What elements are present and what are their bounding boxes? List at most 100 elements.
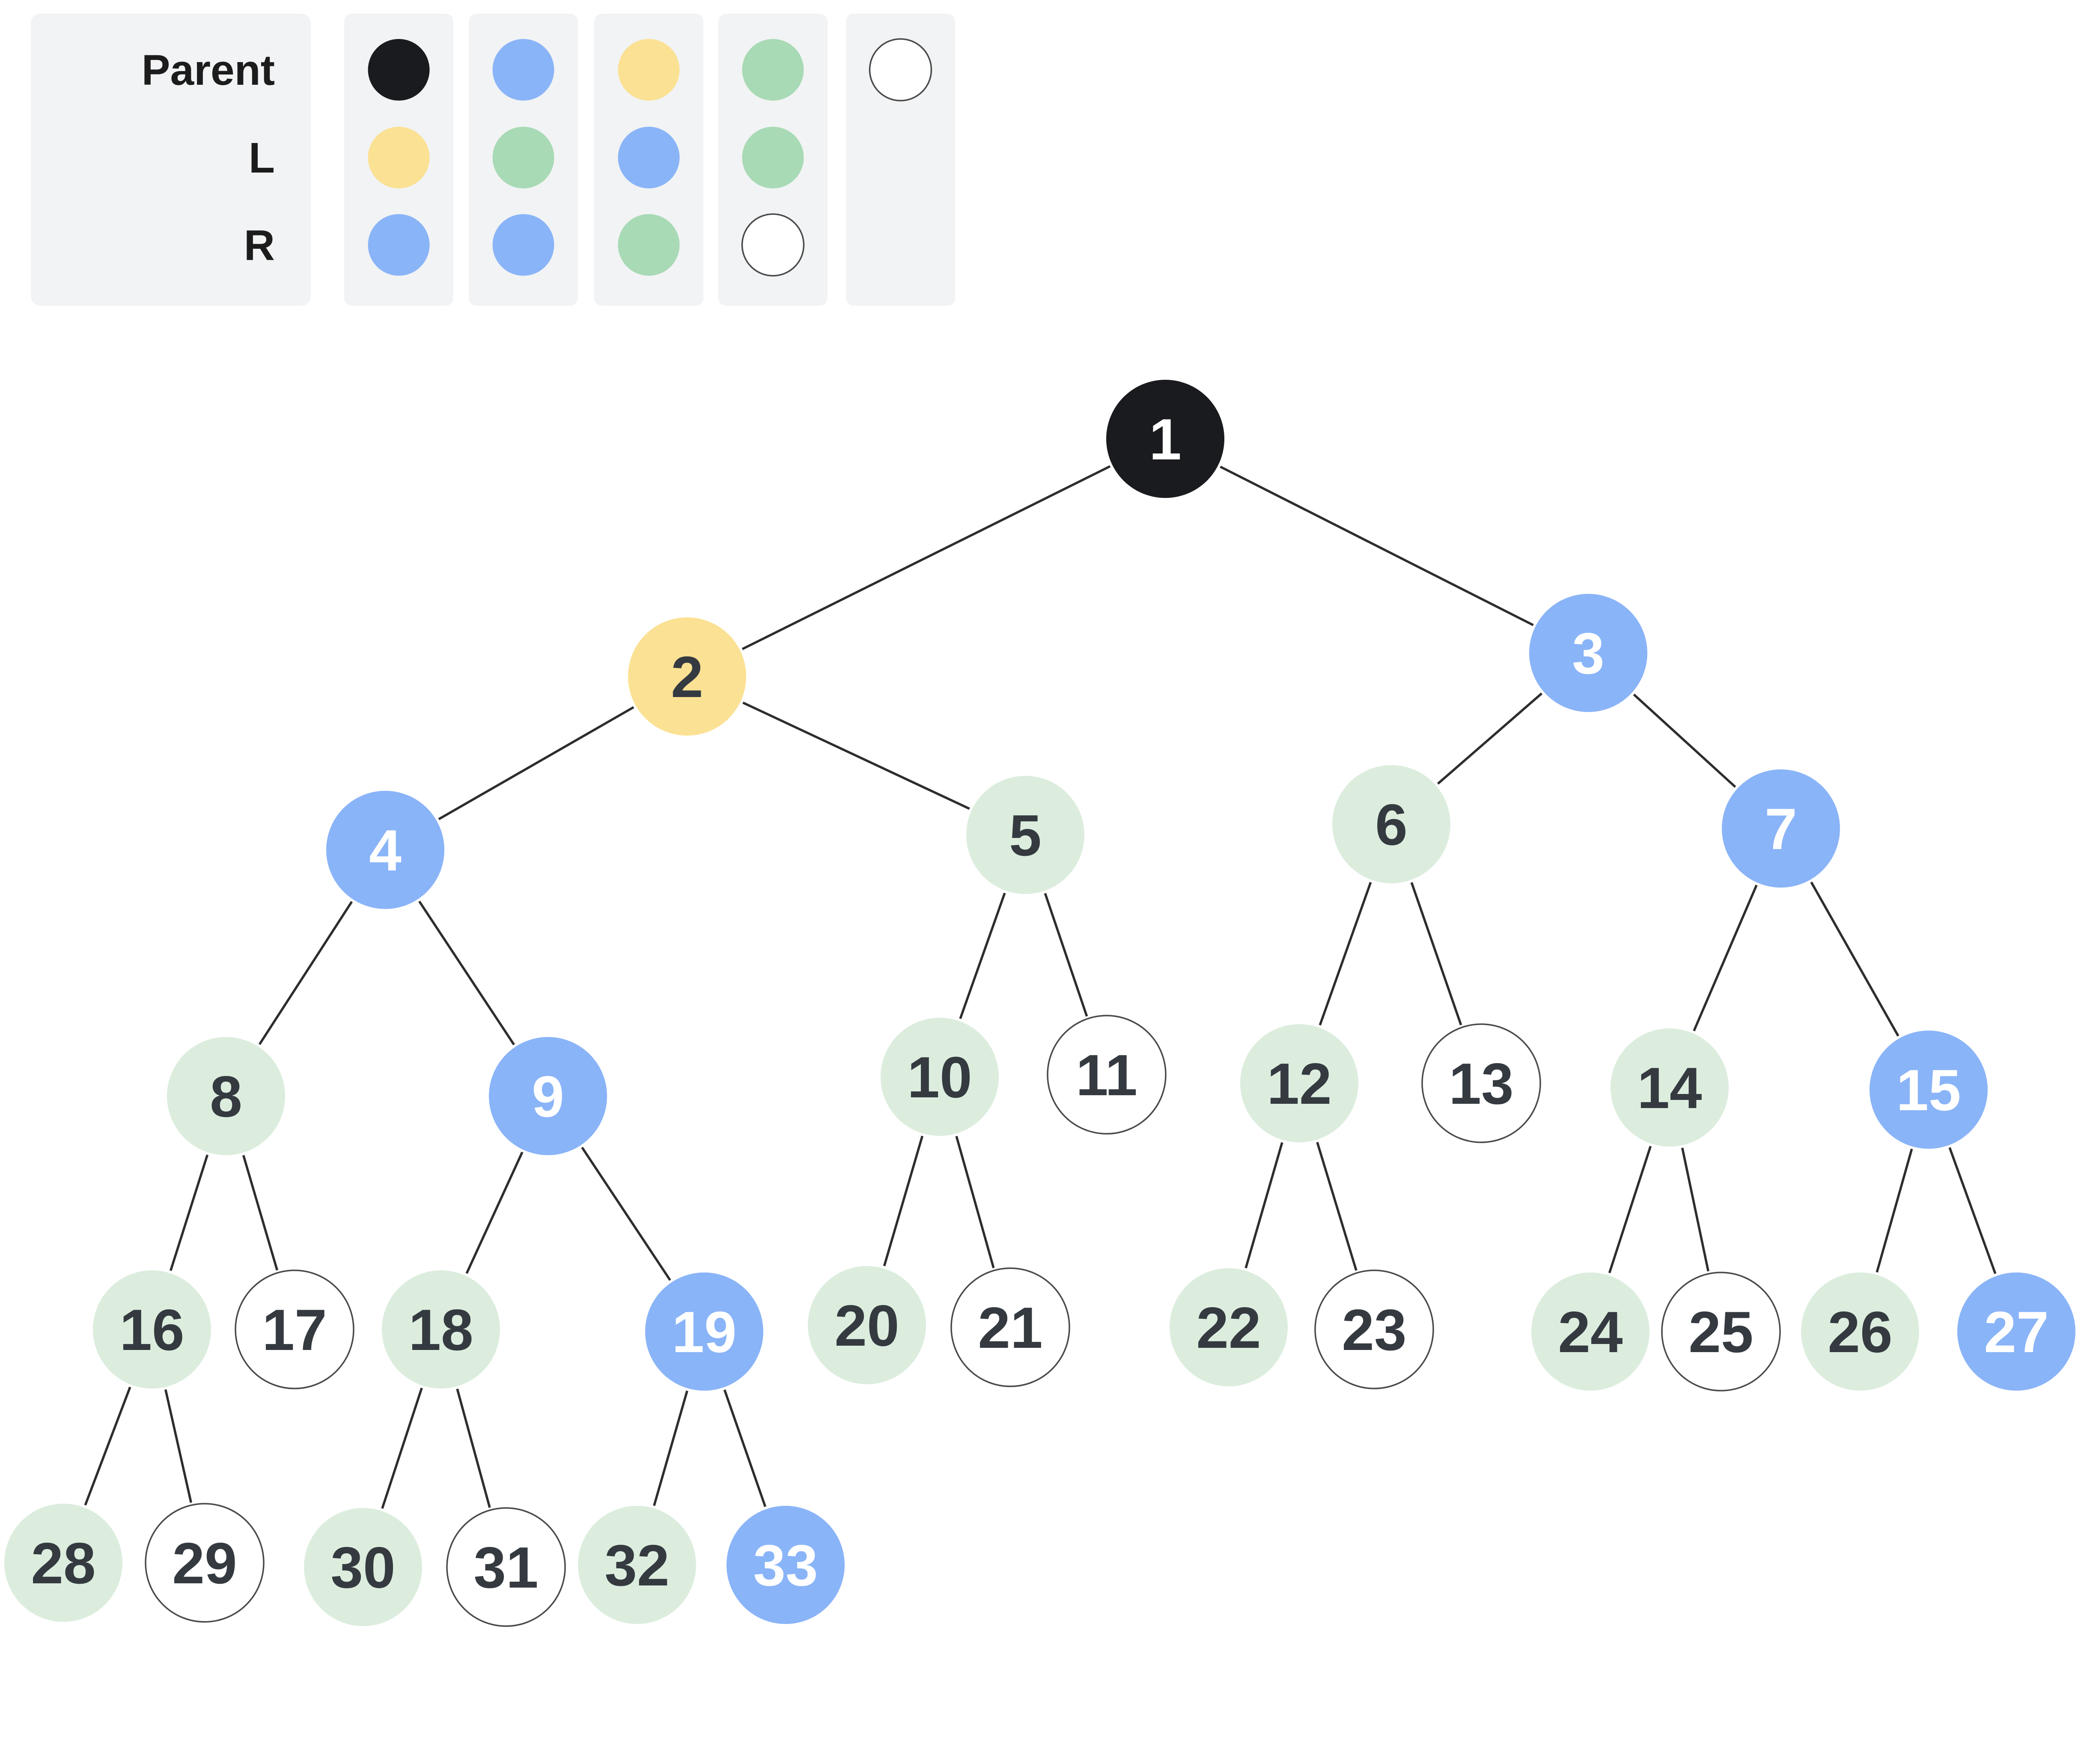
tree-edge xyxy=(438,706,634,820)
tree-node: 1 xyxy=(1106,380,1224,498)
node-circle xyxy=(1870,1031,1988,1149)
legend-swatch xyxy=(368,39,430,101)
node-circle xyxy=(1170,1268,1288,1386)
node-circle xyxy=(93,1270,211,1389)
node-circle xyxy=(1531,1272,1649,1391)
node-label: 20 xyxy=(834,1293,899,1358)
node-circle xyxy=(578,1506,696,1624)
tree-edge xyxy=(84,1386,131,1506)
legend-label-panel xyxy=(31,14,311,306)
node-label: 15 xyxy=(1896,1058,1961,1123)
node-circle xyxy=(145,1503,265,1623)
node-circle xyxy=(235,1269,354,1389)
tree-edge xyxy=(418,900,515,1046)
node-circle xyxy=(950,1267,1070,1387)
tree-node: 3 xyxy=(1529,594,1647,712)
node-circle xyxy=(326,791,444,909)
node-label: 10 xyxy=(907,1045,972,1110)
node-circle xyxy=(1332,765,1450,883)
node-circle xyxy=(1314,1269,1434,1389)
tree-node: 31 xyxy=(446,1507,566,1627)
tree-edge xyxy=(1244,1142,1283,1269)
legend-swatch xyxy=(368,127,430,188)
tree-edge xyxy=(1876,1148,1913,1273)
node-label: 30 xyxy=(330,1535,395,1600)
node-circle xyxy=(1106,380,1224,498)
tree-node: 11 xyxy=(1047,1015,1167,1135)
node-circle xyxy=(966,776,1084,894)
node-label: 1 xyxy=(1149,407,1182,472)
node-label: 12 xyxy=(1267,1051,1331,1116)
node-label: 28 xyxy=(31,1531,95,1596)
tree-node: 2 xyxy=(628,617,746,736)
node-label: 33 xyxy=(753,1533,818,1598)
legend-swatch xyxy=(618,127,680,188)
tree-edge xyxy=(1319,882,1372,1026)
tree-edge xyxy=(1410,882,1462,1025)
tree-node: 26 xyxy=(1801,1272,1919,1391)
legend-column xyxy=(718,14,828,306)
legend-swatch xyxy=(368,214,430,276)
tree-node: 14 xyxy=(1611,1028,1729,1147)
legend-swatch xyxy=(492,39,554,101)
tree-edge xyxy=(959,892,1006,1019)
tree-edge xyxy=(741,465,1111,650)
tree-edge xyxy=(169,1154,209,1271)
node-label: 7 xyxy=(1765,796,1797,861)
tree-edge xyxy=(653,1390,688,1506)
tree-edge xyxy=(1220,465,1534,626)
tree-node: 15 xyxy=(1870,1031,1988,1149)
node-circle xyxy=(1529,594,1647,712)
node-label: 18 xyxy=(408,1297,473,1362)
node-label: 29 xyxy=(172,1531,237,1596)
node-label: 26 xyxy=(1828,1299,1892,1365)
tree-node: 21 xyxy=(950,1267,1070,1387)
node-circle xyxy=(881,1018,999,1136)
legend-swatch xyxy=(742,127,804,188)
node-label: 24 xyxy=(1558,1299,1623,1365)
tree-edge xyxy=(581,1147,671,1281)
tree-node: 32 xyxy=(578,1506,696,1624)
tree-edge xyxy=(164,1389,192,1503)
legend-swatch xyxy=(741,213,805,277)
tree-edge xyxy=(456,1389,491,1508)
legend-swatch xyxy=(742,39,804,101)
node-label: 8 xyxy=(210,1064,242,1129)
tree-node: 4 xyxy=(326,791,444,909)
node-circle xyxy=(4,1504,122,1622)
tree-edge xyxy=(742,701,970,810)
tree-edge xyxy=(242,1155,279,1271)
tree-edge xyxy=(1316,1141,1358,1271)
legend-swatch xyxy=(618,39,680,101)
node-circle xyxy=(1661,1272,1781,1392)
node-circle xyxy=(645,1272,763,1391)
tree-node: 7 xyxy=(1722,769,1840,888)
node-circle xyxy=(726,1506,845,1624)
tree-node: 27 xyxy=(1957,1272,2075,1391)
node-label: 9 xyxy=(532,1064,564,1129)
node-label: 13 xyxy=(1449,1051,1513,1116)
node-label: 5 xyxy=(1009,803,1042,868)
tree-node: 9 xyxy=(489,1037,607,1155)
node-label: 11 xyxy=(1076,1043,1137,1108)
node-circle xyxy=(304,1508,422,1626)
node-label: 21 xyxy=(978,1295,1042,1360)
node-circle xyxy=(489,1037,607,1155)
tree-node: 18 xyxy=(382,1270,500,1389)
tree-node: 33 xyxy=(726,1506,845,1624)
tree-edge xyxy=(1044,893,1088,1017)
legend-swatch xyxy=(618,214,680,276)
node-label: 22 xyxy=(1196,1295,1261,1360)
tree-edge xyxy=(465,1151,524,1274)
legend-swatch xyxy=(492,127,554,188)
node-label: 25 xyxy=(1688,1299,1753,1365)
tree-node: 30 xyxy=(304,1508,422,1626)
tree-node: 12 xyxy=(1240,1024,1358,1142)
legend-column xyxy=(344,14,453,306)
tree-node: 22 xyxy=(1170,1268,1288,1386)
tree-edge xyxy=(1681,1147,1710,1272)
tree-edge xyxy=(1948,1147,1997,1274)
tree-edges xyxy=(84,465,1997,1509)
